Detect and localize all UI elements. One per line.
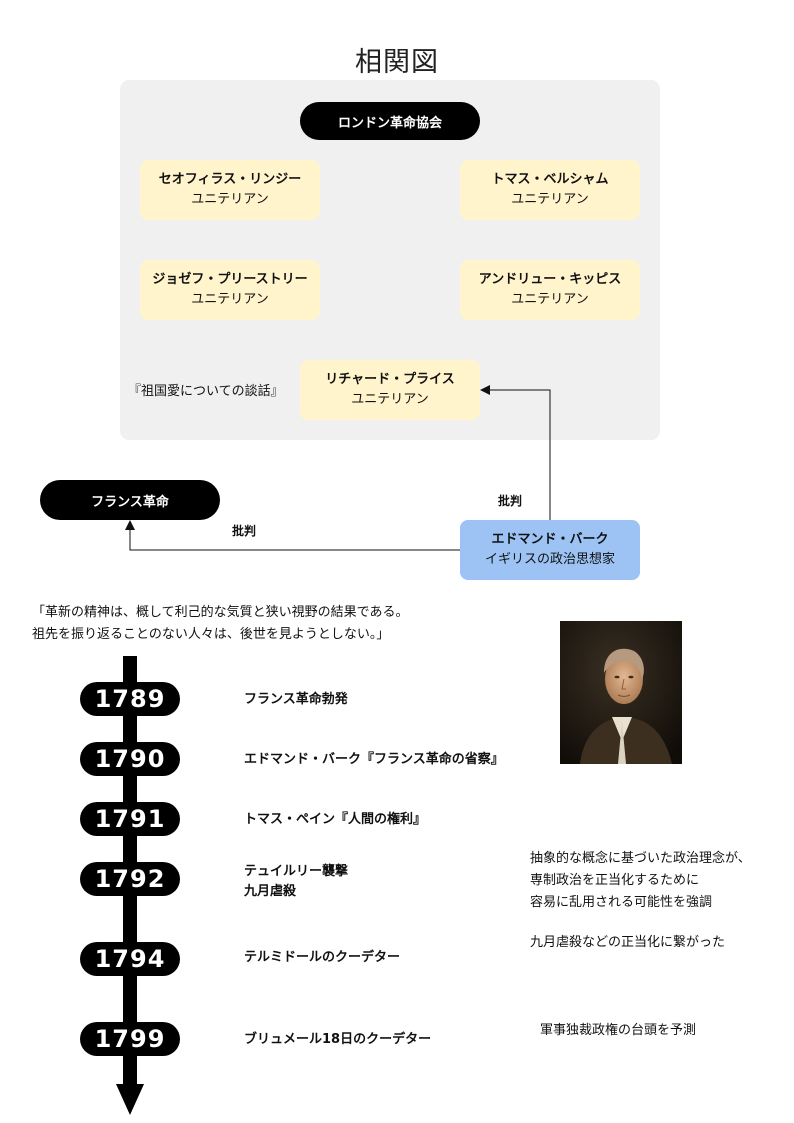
price-work-title: 『祖国愛についての談話』 — [128, 384, 284, 399]
member-role: ユニテリアン — [511, 192, 589, 207]
year-1789: 1789 — [80, 682, 180, 716]
member-role: ユニテリアン — [191, 292, 269, 307]
event-1789: フランス革命勃発 — [244, 692, 348, 707]
burke-name: エドマンド・バーク — [491, 532, 609, 547]
event-1790: エドマンド・バーク『フランス革命の省察』 — [244, 752, 504, 767]
member-name: セオフィラス・リンジー — [158, 172, 302, 187]
member-node-kippis: アンドリュー・キッピス ユニテリアン — [460, 260, 640, 320]
member-name: トマス・ベルシャム — [491, 172, 609, 187]
burke-quote-line-2: 祖先を振り返ることのない人々は、後世を見ようとしない。」 — [32, 627, 390, 642]
critique-arrow-to-revolution — [129, 528, 460, 551]
arrowhead-to-price — [480, 385, 490, 395]
year-1799: 1799 — [80, 1022, 180, 1056]
year-1794: 1794 — [80, 942, 180, 976]
member-name: アンドリュー・キッピス — [478, 272, 622, 287]
price-node: リチャード・プライス ユニテリアン — [300, 360, 480, 420]
member-node-lindsey: セオフィラス・リンジー ユニテリアン — [140, 160, 320, 220]
year-1792: 1792 — [80, 862, 180, 896]
edge-label-to-price: 批判 — [498, 494, 523, 508]
event-1792-september: 九月虐殺 — [244, 884, 297, 899]
critique-arrow-to-price — [488, 389, 551, 520]
page-title: 相関図 — [355, 47, 439, 78]
society-name-pill: ロンドン革命協会 — [300, 102, 480, 140]
year-1791: 1791 — [80, 802, 180, 836]
edge-label-to-revolution: 批判 — [232, 524, 257, 538]
french-revolution-pill: フランス革命 — [40, 480, 220, 520]
price-role: ユニテリアン — [351, 392, 429, 407]
burke-portrait — [560, 621, 682, 764]
arrowhead-to-revolution — [125, 520, 135, 530]
year-1790: 1790 — [80, 742, 180, 776]
note-massacre: 九月虐殺などの正当化に繋がった — [530, 935, 726, 950]
member-node-belsham: トマス・ベルシャム ユニテリアン — [460, 160, 640, 220]
note-abstract-line-2: 専制政治を正当化するために — [530, 873, 700, 888]
burke-quote-line-1: 「革新の精神は、概して利己的な気質と狭い視野の結果である。 — [32, 605, 409, 620]
burke-role: イギリスの政治思想家 — [484, 552, 615, 567]
note-abstract-line-3: 容易に乱用される可能性を強調 — [530, 895, 713, 910]
event-1792-tuileries: テュイルリー襲撃 — [244, 864, 349, 879]
price-name: リチャード・プライス — [325, 372, 455, 387]
member-role: ユニテリアン — [191, 192, 269, 207]
note-military: 軍事独裁政権の台頭を予測 — [540, 1023, 697, 1038]
member-role: ユニテリアン — [511, 292, 589, 307]
member-name: ジョゼフ・プリーストリー — [152, 272, 308, 287]
burke-node: エドマンド・バーク イギリスの政治思想家 — [460, 520, 640, 580]
member-node-priestley: ジョゼフ・プリーストリー ユニテリアン — [140, 260, 320, 320]
event-1799: ブリュメール18日のクーデター — [244, 1032, 432, 1047]
event-1794: テルミドールのクーデター — [244, 950, 401, 965]
note-abstract-line-1: 抽象的な概念に基づいた政治理念が、 — [530, 851, 751, 866]
event-1791: トマス・ペイン『人間の権利』 — [244, 812, 427, 827]
